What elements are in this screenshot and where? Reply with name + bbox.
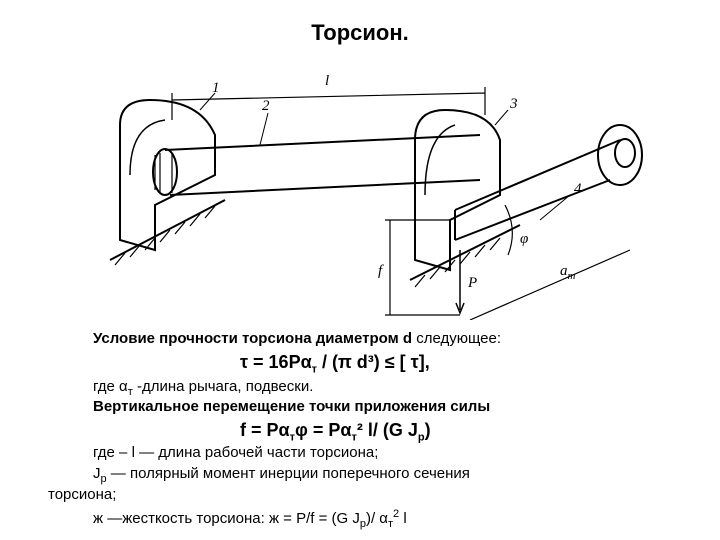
torsion-bar-diagram: l 1 2 3 4 φ P f aт: [90, 65, 650, 321]
torsion-shaft: [164, 134, 481, 196]
part-1-label: 1: [212, 80, 220, 96]
arm-definition-line: где αт -длина рычага, подвески.: [93, 378, 314, 398]
torsion-drawing: l 1 2 3 4 φ P f aт: [109, 73, 643, 321]
arm-label: aт: [560, 263, 576, 282]
deflection-label: f: [378, 263, 384, 279]
length-dimension: [171, 87, 486, 120]
lever-arm: [454, 139, 621, 241]
polar-moment-line-continued: торсиона;: [48, 486, 117, 503]
displacement-formula: f = Pαтφ = Pαт² l/ (G Jр): [240, 420, 431, 444]
stiffness-line: ж —жесткость торсиона: ж = P/f = (G Jр)/…: [93, 508, 407, 530]
part-4-label: 4: [574, 181, 582, 197]
length-definition-line: где – l — длина рабочей части торсиона;: [93, 444, 379, 461]
part-2-label: 2: [262, 98, 270, 114]
strength-formula: τ = 16Pαт / (π d³) ≤ [ τ],: [240, 352, 430, 376]
angle-label: φ: [520, 231, 528, 247]
left-ground: [109, 199, 226, 261]
left-support: [119, 98, 216, 252]
part-3-label: 3: [509, 96, 518, 112]
displacement-heading: Вертикальное перемещение точки приложени…: [93, 398, 491, 415]
strength-condition-line: Условие прочности торсиона диаметром d с…: [93, 330, 501, 347]
page-title: Торсион.: [311, 20, 409, 45]
force-label: P: [467, 275, 477, 291]
polar-moment-line: Jр — полярный момент инерции поперечного…: [93, 465, 470, 485]
middle-ground: [409, 224, 521, 281]
length-label: l: [325, 73, 329, 89]
middle-support: [414, 108, 501, 272]
